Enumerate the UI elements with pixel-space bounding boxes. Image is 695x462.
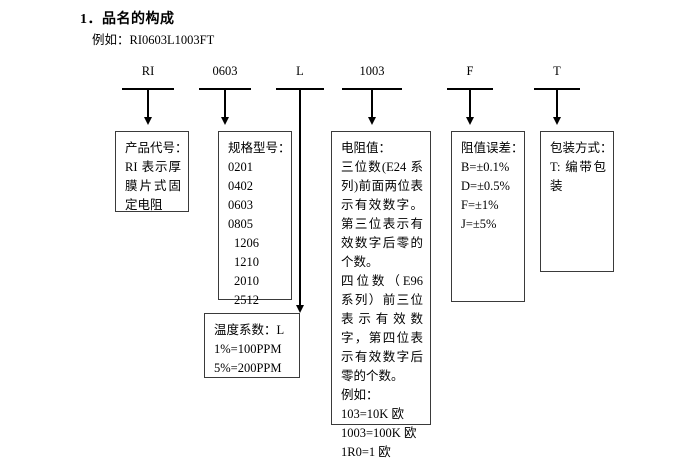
box-resistance-example-2: 1003=100K 欧 [341,426,417,440]
box-packaging-title: 包装方式： [550,141,613,155]
box-size-line-3: 0603 [228,198,253,212]
box-product-code: 产品代号： RI 表示厚 膜片式固 定电阻 [115,131,189,212]
box-size-line-2: 0402 [228,179,253,193]
box-resistance-title: 电阻值： [341,141,392,155]
arrow-head-tempco [296,305,304,313]
box-size: 规格型号： 0201 0402 0603 0805 1206 1210 2010… [218,131,292,307]
box-resistance: 电阻值： 三位数(E24 系列)前面两位表示有效数字。第三位表示有效数字后零的个… [331,131,431,459]
box-size-line-4: 0805 [228,217,253,231]
box-size-title: 规格型号： [228,141,291,155]
box-temp-coefficient-line-1: 1%=100PPM [214,342,282,356]
box-resistance-example-label: 例如： [341,388,379,402]
arrow-head-size [221,117,229,125]
connector-stem-packaging [556,88,558,118]
arrow-head-resistance [368,117,376,125]
page-title: 1．品名的构成 [80,12,175,27]
box-temp-coefficient: 温度系数：L 1%=100PPM 5%=200PPM [204,313,300,378]
box-tolerance-line-1: B=±0.1% [461,160,510,174]
box-resistance-paragraph-1: 三位数(E24 系列)前面两位表示有效数字。第三位表示有效数字后零的个数。 [341,160,423,269]
box-temp-coefficient-title: 温度系数：L [214,323,285,337]
box-temp-coefficient-line-2: 5%=200PPM [214,361,282,375]
box-resistance-paragraph-2: 四位数（E96 系列）前三位表示有效数字，第四位表示有效数字后零的个数。 [341,274,423,383]
code-label-tempco: L [296,64,304,78]
connector-stem-tolerance [469,88,471,118]
box-tolerance-title: 阻值误差： [461,141,524,155]
code-label-size: 0603 [212,64,238,78]
box-product-code-line-3: 定电阻 [125,198,163,212]
code-label-tolerance: F [466,64,474,78]
box-size-line-8: 2512 [234,293,259,307]
arrow-head-packaging [553,117,561,125]
box-packaging: 包装方式： T: 编带包 装 [540,131,614,272]
box-packaging-line-2: 装 [550,179,563,193]
connector-stem-tempco [299,88,301,306]
box-product-code-line-1: RI 表示厚 [125,160,181,174]
connector-stem-resistance [371,88,373,118]
datasheet-page: 1．品名的构成 例如：RI0603L1003FT RI 0603 L 1003 … [80,12,614,459]
arrow-head-tolerance [466,117,474,125]
box-tolerance-line-2: D=±0.5% [461,179,510,193]
box-tolerance: 阻值误差： B=±0.1% D=±0.5% F=±1% J=±5% [451,131,525,302]
box-resistance-example-3: 1R0=1 欧 [341,445,391,459]
box-product-code-line-2: 膜片式固 [125,179,181,193]
connector-stem-product [147,88,149,118]
arrow-head-product [144,117,152,125]
box-tolerance-line-4: J=±5% [461,217,497,231]
code-label-product: RI [141,64,155,78]
box-size-line-6: 1210 [234,255,259,269]
example-part-number: 例如：RI0603L1003FT [92,33,215,47]
box-tolerance-line-3: F=±1% [461,198,499,212]
box-packaging-line-1: T: 编带包 [550,160,606,174]
box-resistance-example-1: 103=10K 欧 [341,407,404,421]
box-size-line-1: 0201 [228,160,253,174]
code-label-packaging: T [553,64,561,78]
code-label-resistance: 1003 [359,64,385,78]
box-size-line-5: 1206 [234,236,259,250]
box-product-code-title: 产品代号： [125,141,188,155]
box-size-line-7: 2010 [234,274,259,288]
connector-stem-size [224,88,226,118]
